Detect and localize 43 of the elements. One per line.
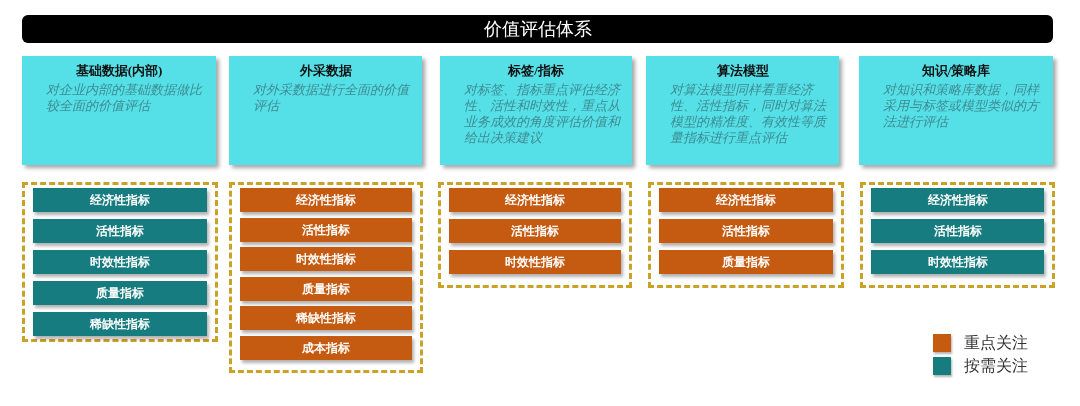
info-card (646, 56, 839, 165)
metric-bar: 时效性指标 (240, 247, 412, 271)
dashed-group-box (229, 182, 423, 373)
metric-bar: 活性指标 (871, 219, 1044, 243)
metric-bar: 活性指标 (449, 219, 621, 243)
card-description: 对标签、指标重点评估经济性、活性和时效性，重点从业务成效的角度评估价值和给出决策建议 (464, 82, 620, 146)
card-heading: 基础数据(内部) (74, 62, 164, 80)
card-heading: 知识/策略库 (920, 62, 992, 80)
metric-bar: 稀缺性指标 (33, 312, 207, 336)
card-heading: 标签/指标 (507, 62, 565, 80)
info-card (440, 56, 632, 165)
metric-bar: 质量指标 (659, 250, 833, 274)
card-description: 对外采数据进行全面的价值评估 (253, 82, 410, 114)
title-bar: 价值评估体系 (22, 15, 1053, 43)
metric-bar: 稀缺性指标 (240, 306, 412, 330)
info-card (229, 56, 422, 165)
legend-label: 按需关注 (964, 356, 1028, 376)
metric-bar: 经济性指标 (659, 188, 833, 212)
metric-bar: 活性指标 (33, 219, 207, 243)
metric-bar: 经济性指标 (240, 188, 412, 212)
metric-bar: 时效性指标 (33, 250, 207, 274)
card-description: 对算法模型同样看重经济性、活性指标，同时对算法模型的精准度、有效性等质量指标进行重点评估 (670, 82, 827, 146)
metric-bar: 经济性指标 (871, 188, 1044, 212)
metric-bar: 质量指标 (240, 276, 412, 301)
info-card (859, 56, 1053, 165)
metric-bar: 时效性指标 (871, 250, 1044, 274)
legend-label: 重点关注 (964, 333, 1028, 353)
metric-bar: 活性指标 (659, 219, 833, 243)
card-description: 对知识和策略库数据，同样采用与标签或模型类似的方法进行评估 (883, 82, 1041, 130)
dashed-group-box (22, 182, 218, 342)
metric-bar: 经济性指标 (33, 188, 207, 212)
dashed-group-box (860, 182, 1055, 288)
card-description: 对企业内部的基础数据做比较全面的价值评估 (46, 82, 204, 114)
metric-bar: 活性指标 (240, 217, 412, 242)
metric-bar: 质量指标 (33, 281, 207, 305)
metric-bar: 成本指标 (240, 335, 412, 360)
card-heading: 外采数据 (298, 62, 353, 80)
metric-bar: 经济性指标 (449, 188, 621, 212)
dashed-group-box (648, 182, 844, 288)
dashed-group-box (438, 182, 632, 288)
info-card (22, 56, 216, 165)
card-heading: 算法模型 (715, 62, 770, 80)
metric-bar: 时效性指标 (449, 250, 621, 274)
